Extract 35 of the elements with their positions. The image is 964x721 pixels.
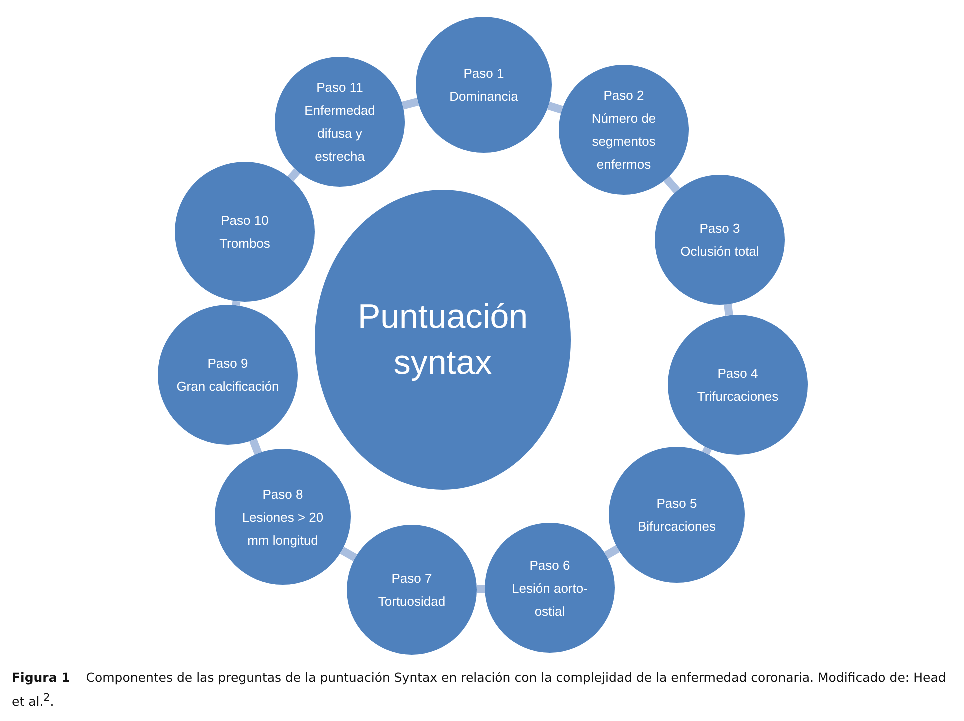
step-description: Tortuosidad [378,593,446,611]
step-heading: Paso 1 [464,65,504,83]
connector [232,301,241,306]
step-heading: Paso 4 [718,365,758,383]
connector [604,545,620,560]
connector [702,446,712,456]
step-description: Dominancia [450,88,518,106]
step-description: Gran calcificación [176,378,280,396]
step-description: Número de segmentos enfermos [590,110,658,174]
connector [250,438,262,456]
step-heading: Paso 9 [208,355,248,373]
connector [288,168,301,182]
figure-caption: Figura 1 Componentes de las preguntas de la puntuación Syntax en relación con la complejidad de la enfermedad coronaria. Modificado de: Head et al.$^{2}$. [12,669,948,712]
score-title: Puntuación syntax [356,297,530,384]
step-heading: Paso 10 [221,212,269,230]
step-heading: Paso 6 [530,556,570,574]
step-heading: Paso 7 [392,570,432,588]
connector [340,547,358,562]
step-description: Oclusión total [680,243,760,261]
step-heading: Paso 3 [700,220,740,238]
step-description: Lesión aorto-ostial [511,580,589,620]
step-description: Bifurcaciones [638,518,716,536]
connector [548,102,564,114]
connector [476,584,486,594]
step-description: Trombos [220,235,270,253]
step-heading: Paso 5 [656,495,698,513]
connector [664,176,680,194]
step-heading: Paso 11 [316,79,364,97]
step-heading: Paso 8 [262,486,304,504]
step-description: Lesiones > 20 mm longitud [241,508,325,550]
step-heading: Paso 2 [604,87,644,105]
step-description: Enfermedad difusa y estrecha [304,102,376,166]
step-description: Trifurcaciones [697,388,779,406]
connector [724,304,734,316]
connector [402,98,420,110]
